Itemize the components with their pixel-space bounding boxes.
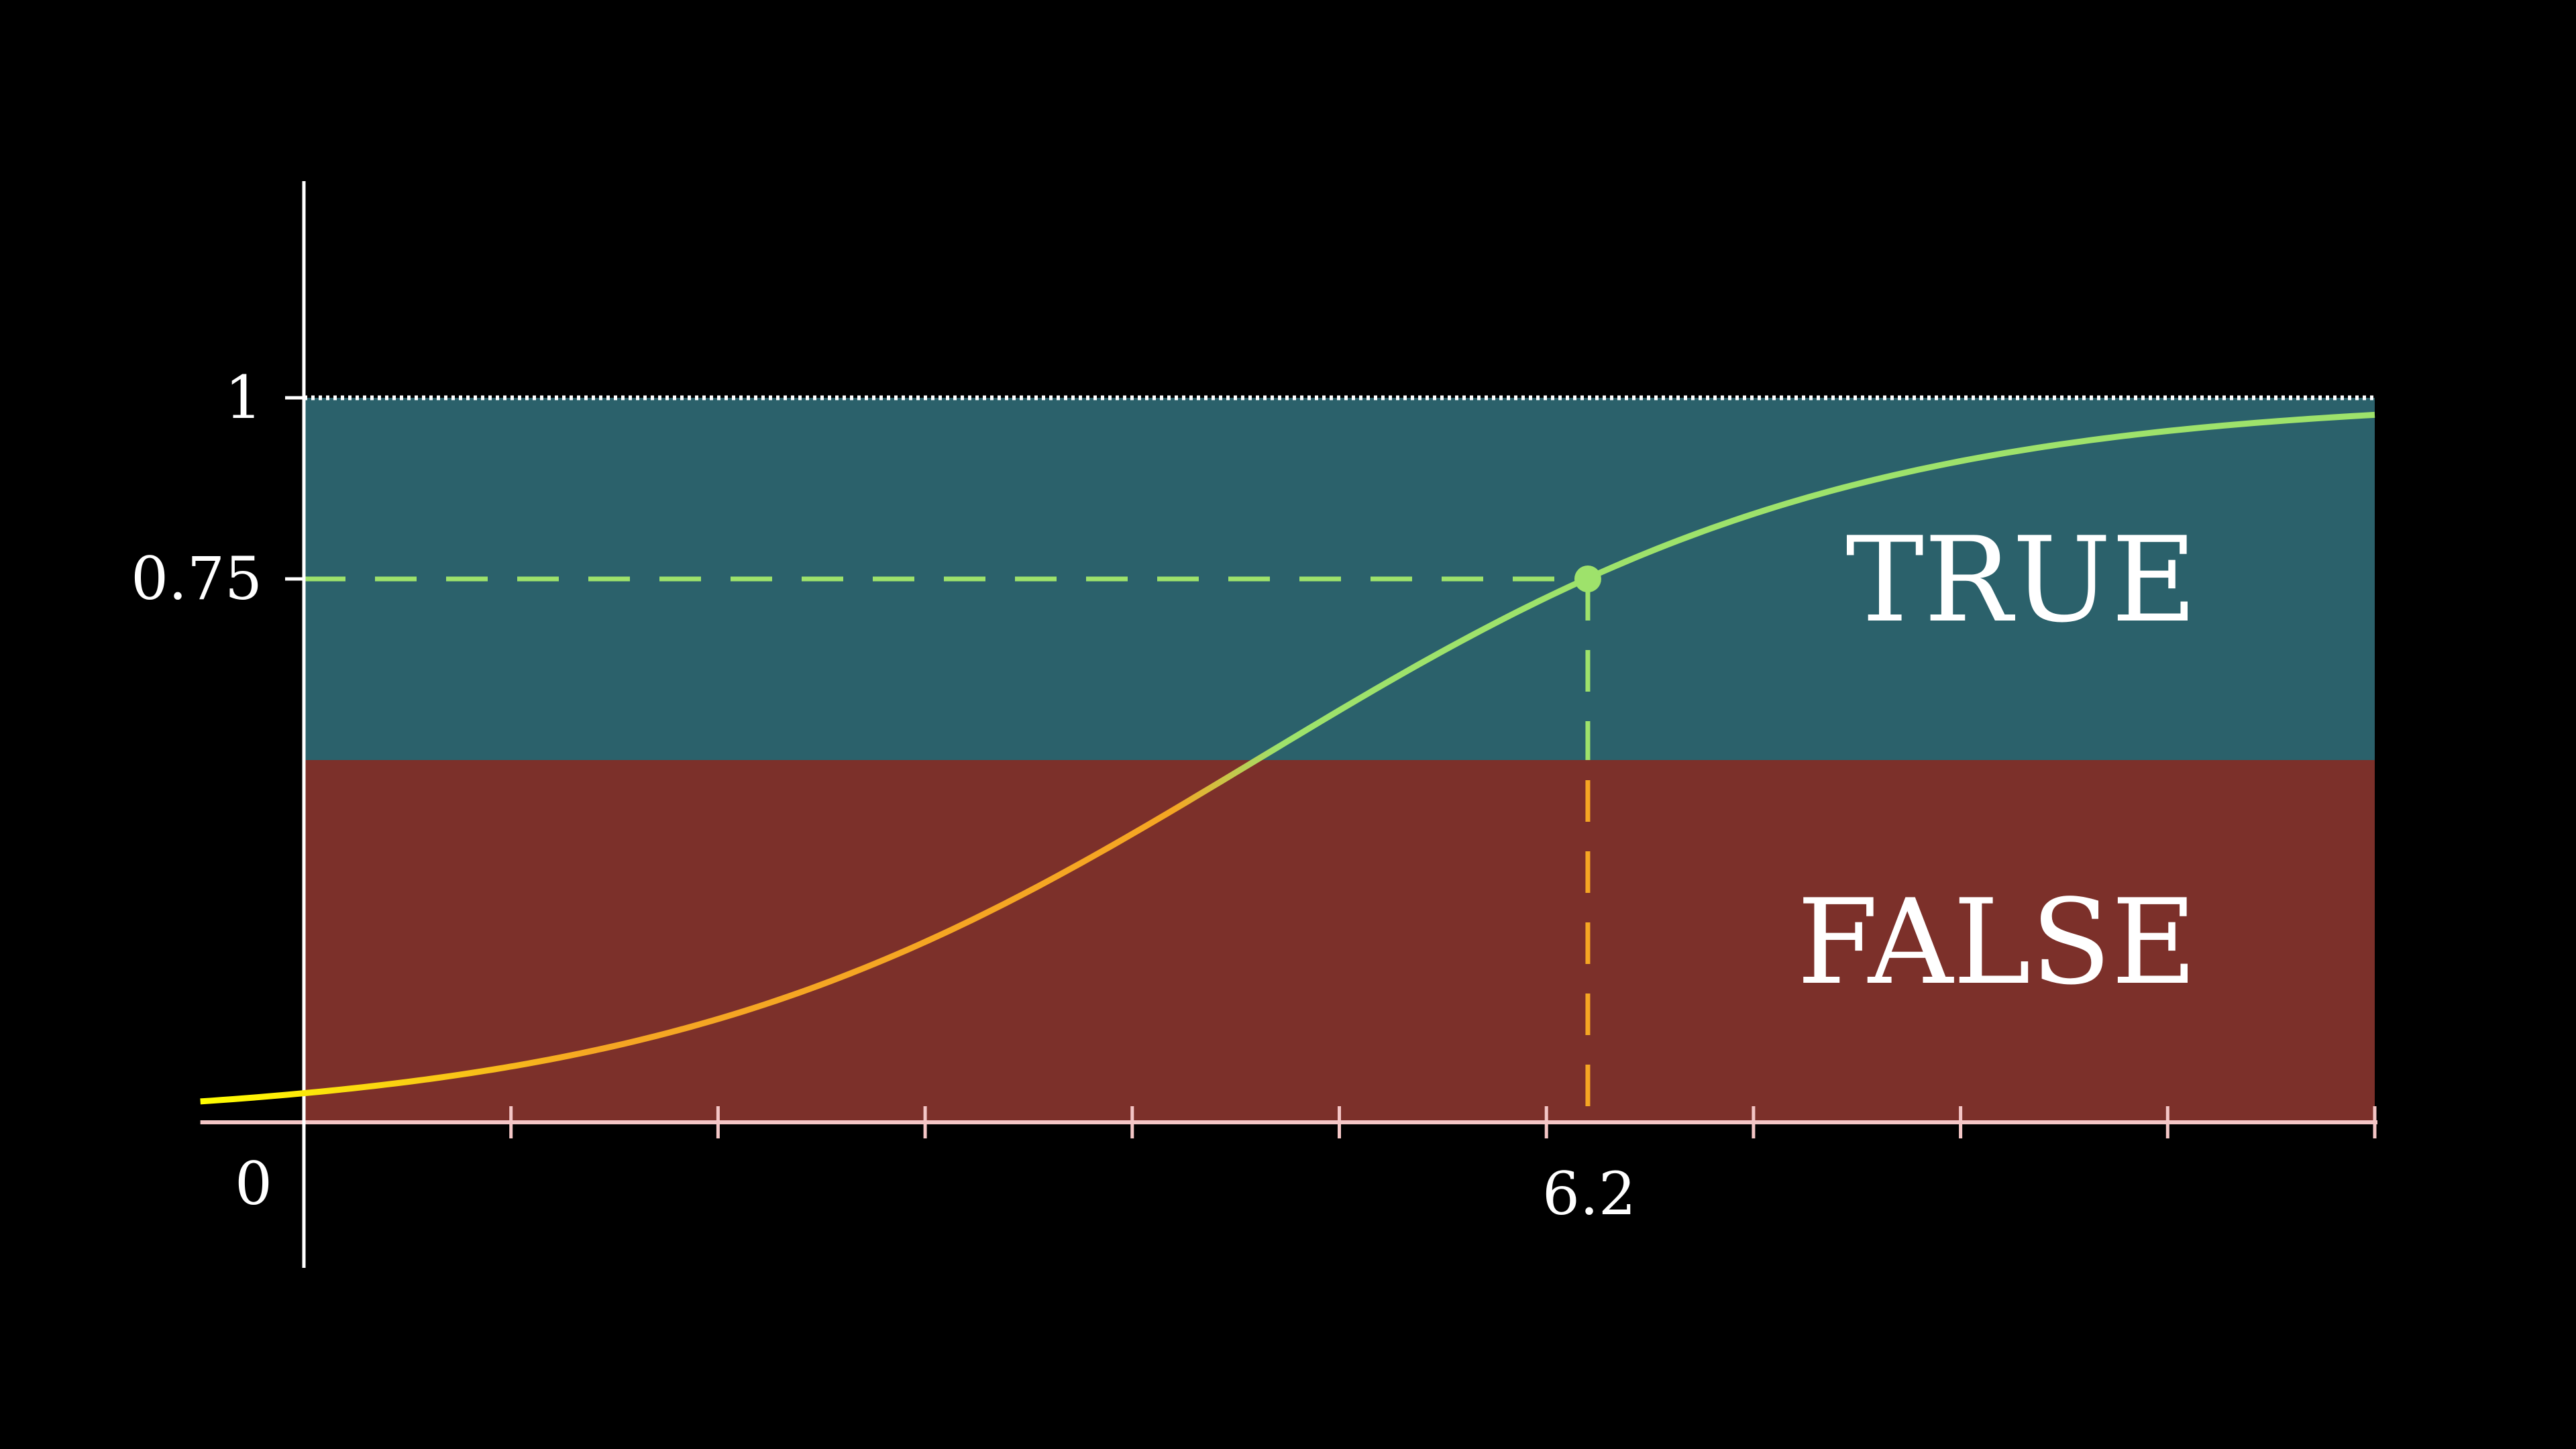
region-label-false: FALSE xyxy=(1797,875,2197,1011)
origin-label: 0 xyxy=(235,1149,272,1218)
y-tick-label-1: 1 xyxy=(225,363,262,432)
y-tick-label-0.75: 0.75 xyxy=(131,544,262,613)
region-label-true: TRUE xyxy=(1845,513,2197,649)
highlight-point xyxy=(1574,566,1601,592)
sigmoid-curve xyxy=(200,411,2375,1105)
highlight-x-label: 6.2 xyxy=(1542,1159,1636,1228)
region-false xyxy=(304,760,2375,1122)
